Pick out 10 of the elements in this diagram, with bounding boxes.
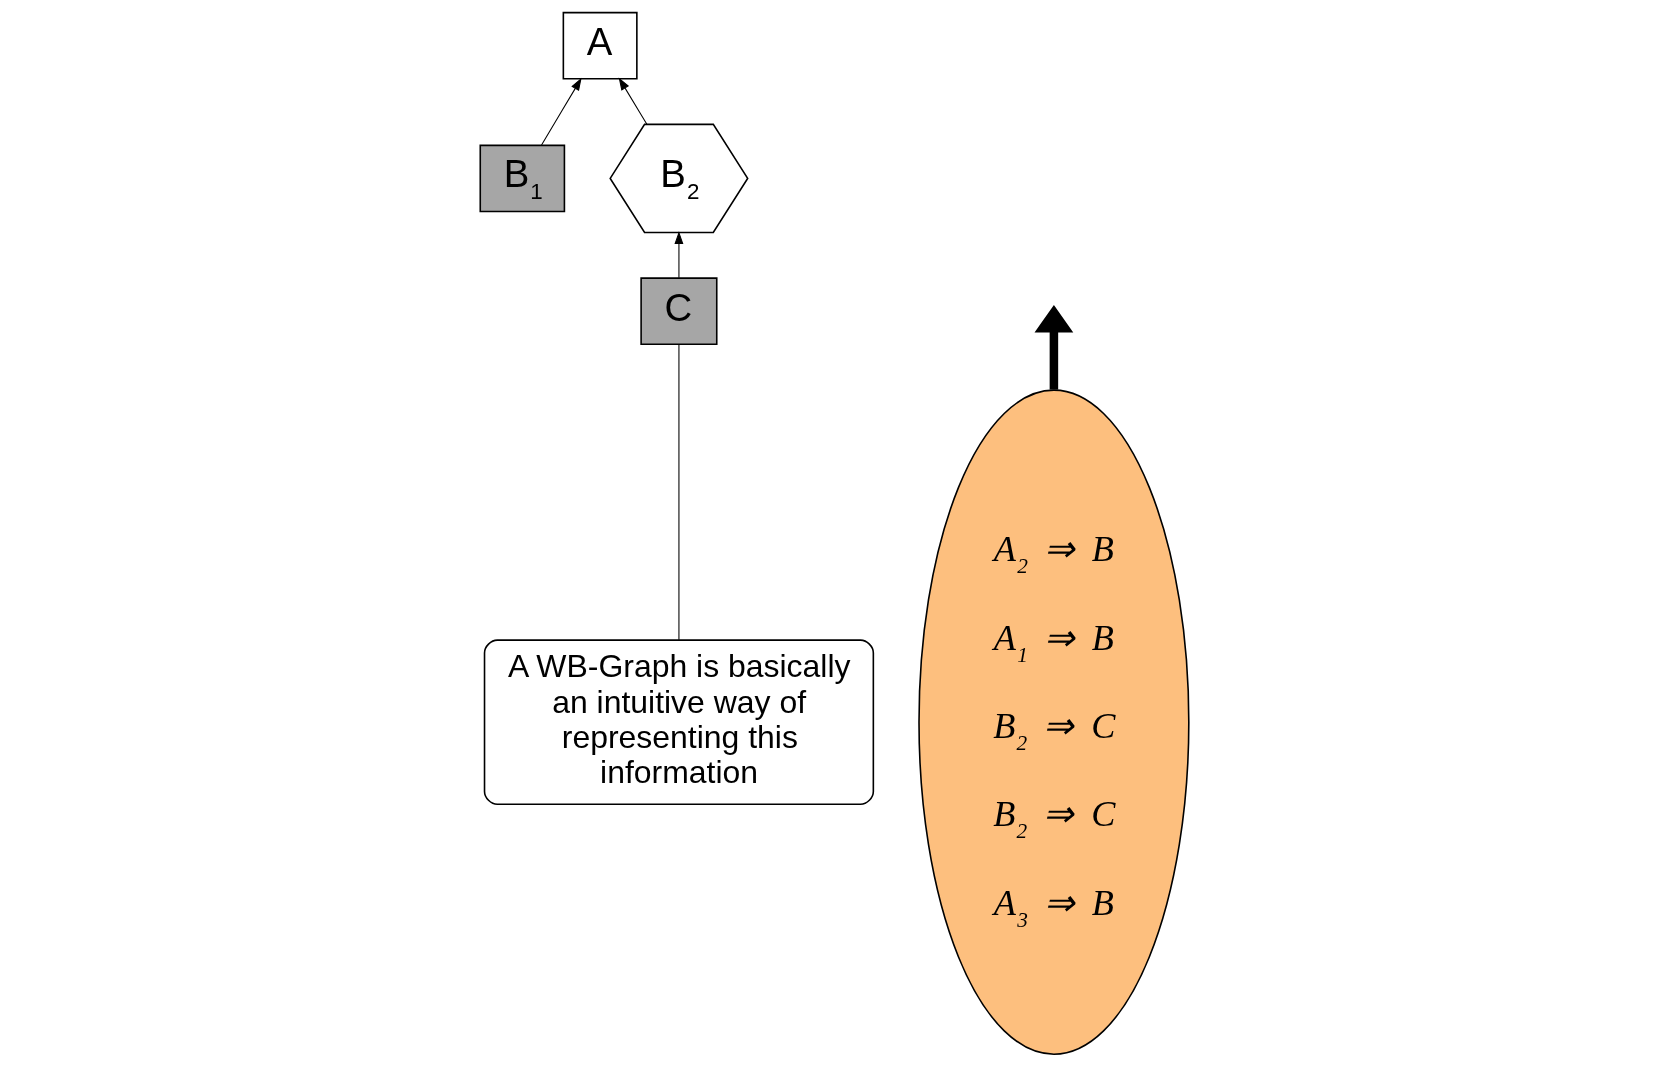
connector bbox=[678, 344, 680, 641]
arrow bbox=[618, 77, 648, 125]
node-box: A bbox=[562, 11, 638, 80]
arrow bbox=[674, 231, 684, 279]
node-box: A WB-Graph is basically an intuitive way of representing this information bbox=[483, 639, 875, 805]
node-box: C bbox=[640, 277, 718, 345]
node-box: B$_{1}$ bbox=[479, 144, 566, 213]
arrow bbox=[1034, 304, 1074, 390]
node-ellipse: A$_{2}$ ⇒ B A$_{1}$ ⇒ B B$_{2}$ ⇒ C B$_{2}$ ⇒ C A$_{3}$ ⇒ B bbox=[918, 389, 1190, 1055]
arrow bbox=[541, 77, 582, 146]
